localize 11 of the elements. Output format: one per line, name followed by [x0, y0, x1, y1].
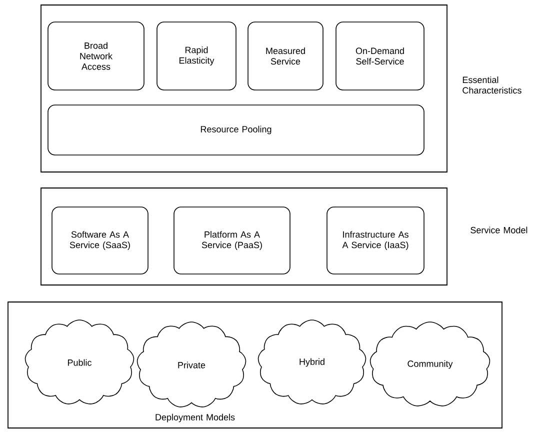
rounded-box: Measured Service: [248, 22, 324, 90]
rounded-box: Platform As A Service (PaaS): [174, 206, 290, 274]
rounded-box: On-Demand Self-Service: [336, 22, 424, 90]
panel-heading: Essential Characteristics: [462, 76, 522, 94]
rounded-box: Infrastructure As A Service (IaaS): [326, 206, 424, 274]
panel-heading: Service Model: [470, 226, 528, 234]
panel-heading: Deployment Models: [156, 414, 235, 422]
rounded-box: Resource Pooling: [48, 104, 424, 156]
rounded-box: Software As A Service (SaaS): [52, 206, 148, 274]
rounded-box: Rapid Elasticity: [156, 22, 236, 90]
rounded-box: Broad Network Access: [48, 22, 144, 90]
